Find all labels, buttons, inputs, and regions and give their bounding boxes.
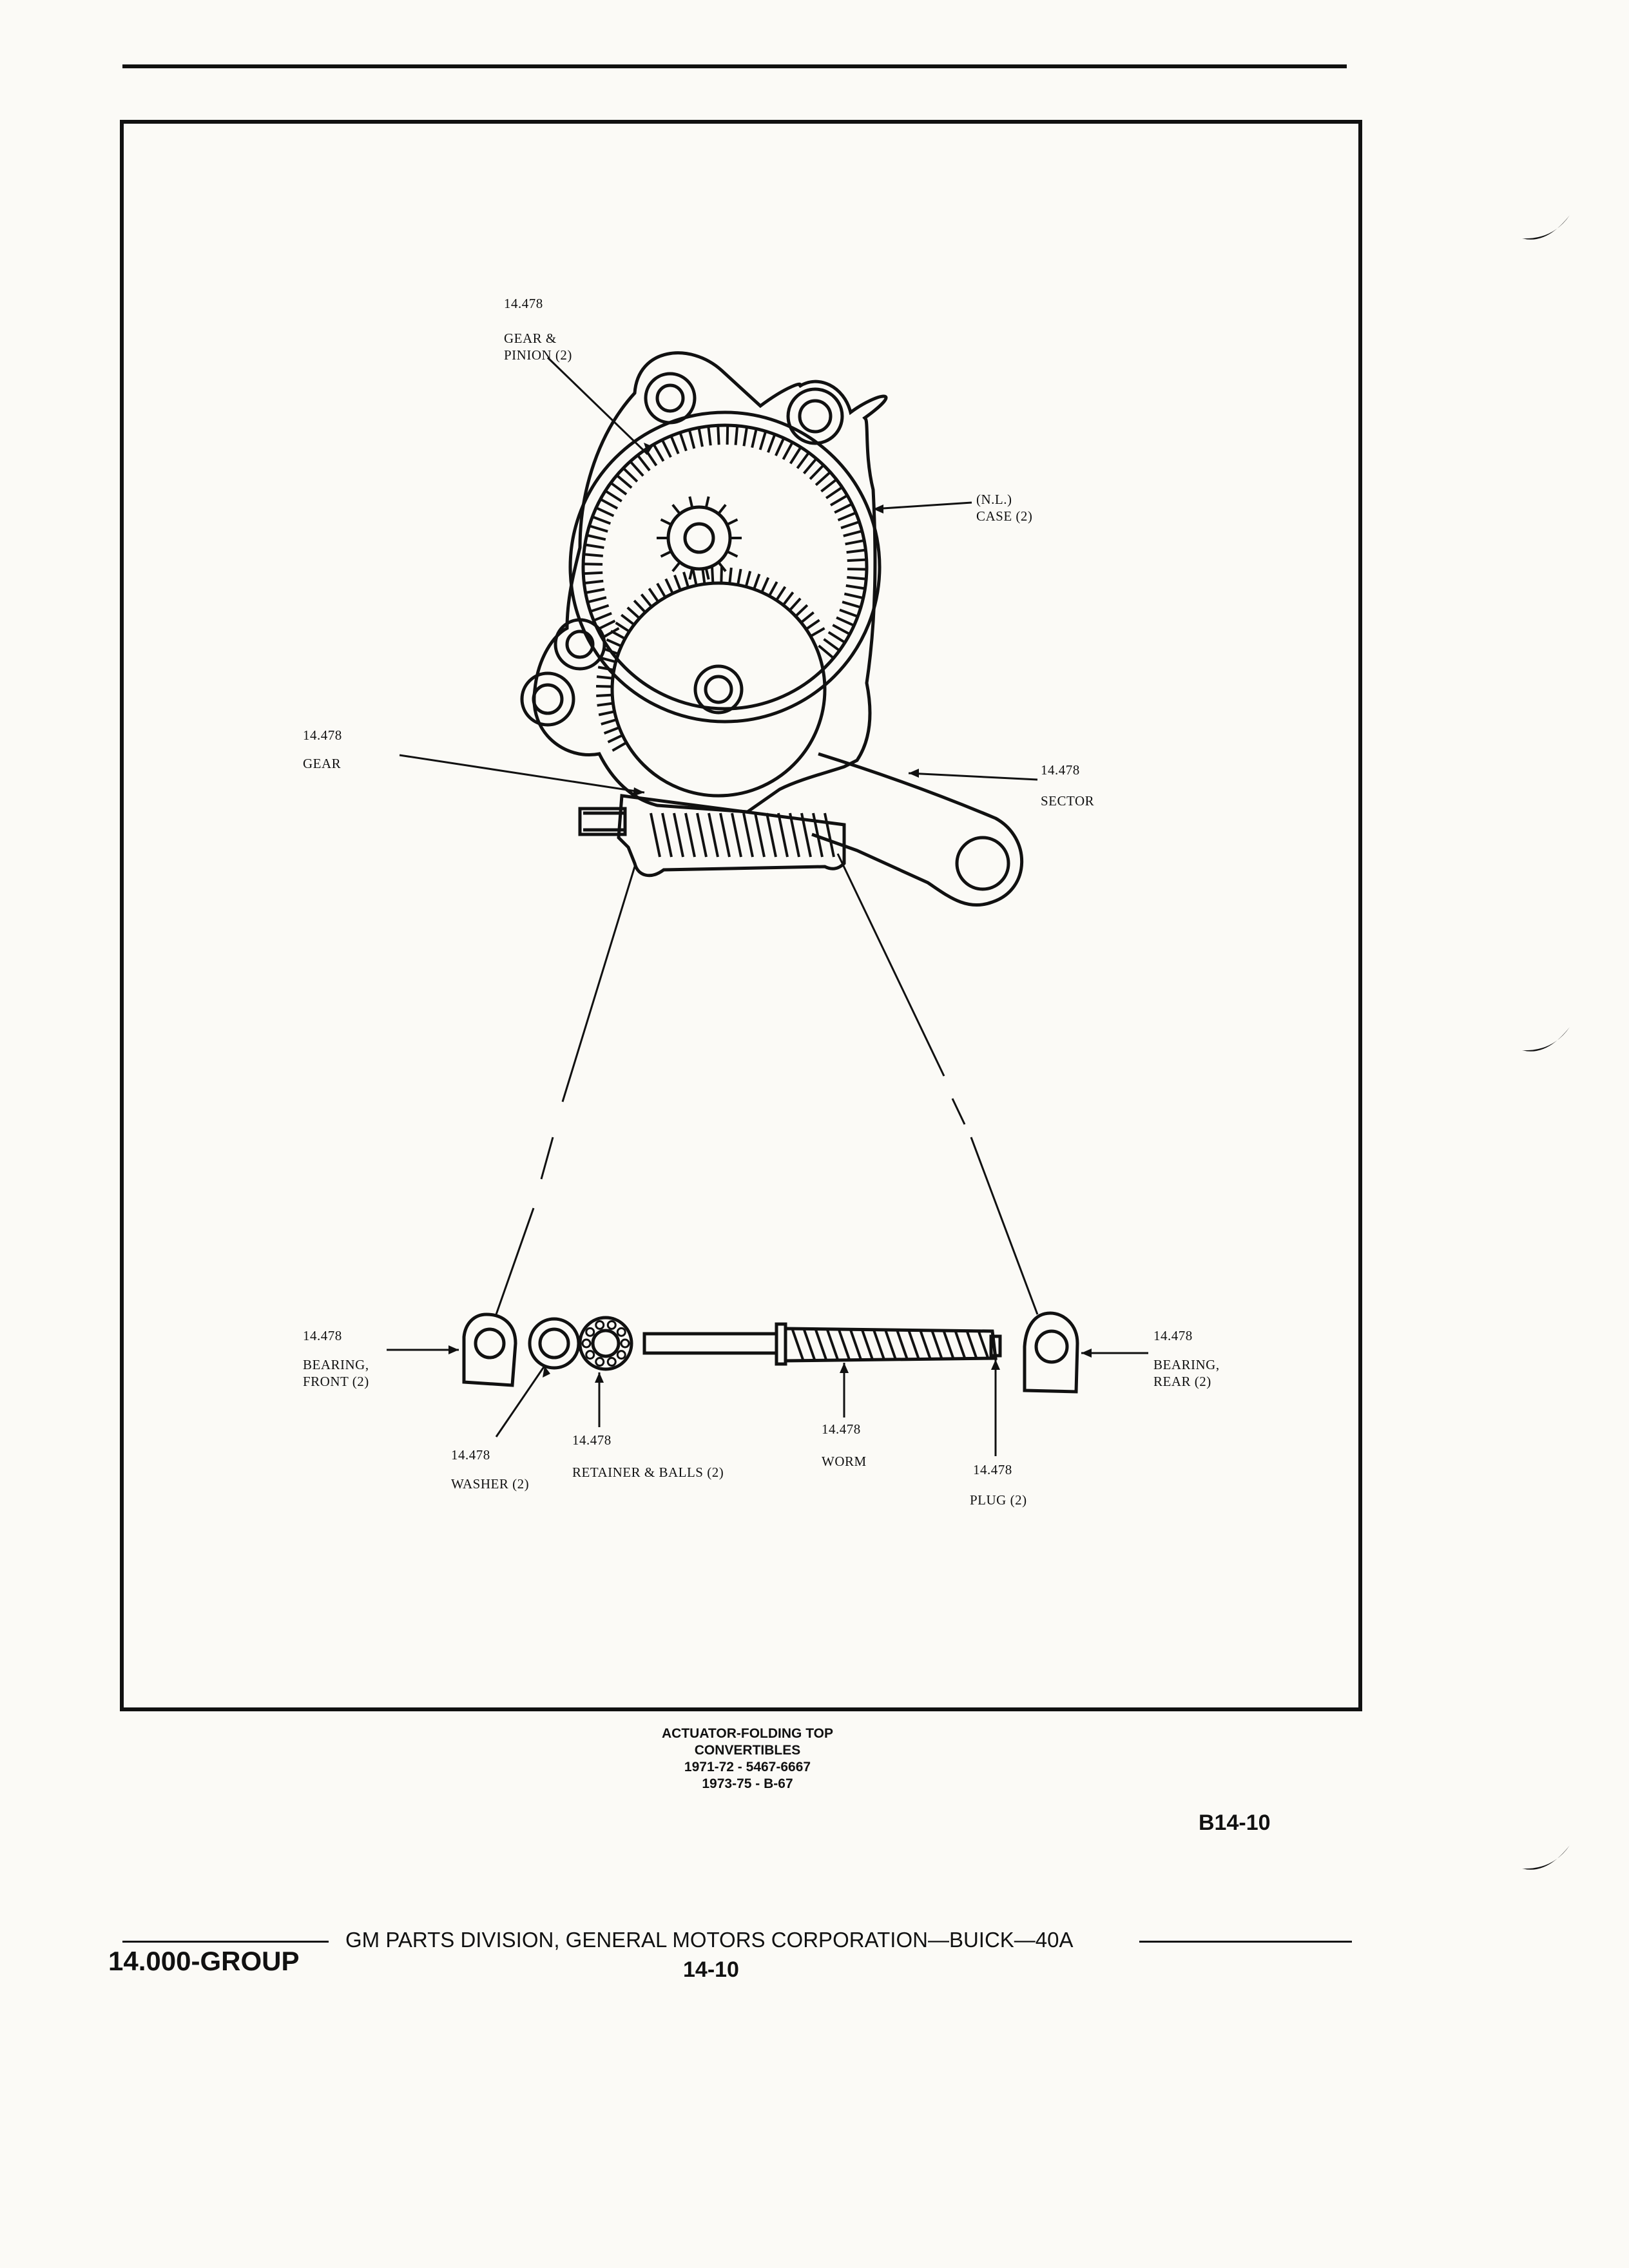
leader-case — [872, 501, 972, 510]
case-inner-ring — [568, 410, 882, 724]
case-inner-ring-2 — [581, 423, 869, 711]
sector-teeth — [596, 567, 825, 752]
label-sector-number: 14.478 — [1041, 762, 1080, 778]
leader-washer — [495, 1365, 546, 1437]
footer-group: 14.000-GROUP — [108, 1946, 300, 1976]
worm-housing — [617, 794, 846, 878]
label-bearing-front-number: 14.478 — [303, 1328, 342, 1343]
label-retainer-number: 14.478 — [572, 1432, 612, 1448]
label-gear: GEAR — [303, 756, 342, 771]
caption-line-2: CONVERTIBLES — [694, 1743, 801, 1758]
label-bearing-rear: BEARING, REAR (2) — [1153, 1357, 1220, 1389]
bolt-hole-top-left — [644, 372, 697, 425]
label-gear-number: 14.478 — [303, 727, 342, 743]
top-rule — [122, 64, 1347, 68]
label-plug-number: 14.478 — [973, 1462, 1012, 1477]
ring-gear-teeth — [583, 425, 867, 659]
figure-number: B14-10 — [1199, 1811, 1271, 1835]
label-gear-pinion: GEAR & PINION (2) — [504, 331, 572, 363]
label-worm: WORM — [822, 1454, 867, 1469]
worm-housing-shaft — [578, 807, 627, 836]
label-retainer: RETAINER & BALLS (2) — [572, 1465, 724, 1480]
binder-mark-middle — [1522, 1027, 1570, 1052]
label-bearing-rear-number: 14.478 — [1153, 1328, 1193, 1343]
retainer-ball-bearings — [581, 1320, 630, 1367]
bolt-hole-lower-left — [520, 671, 575, 727]
label-plug: PLUG (2) — [970, 1492, 1027, 1508]
label-worm-number: 14.478 — [822, 1421, 861, 1437]
bearing-rear — [1023, 1311, 1079, 1394]
alignment-line-right — [836, 853, 1039, 1315]
sector-arm — [811, 752, 1024, 907]
label-washer: WASHER (2) — [451, 1476, 530, 1492]
caption-line-4: 1973-75 - B-67 — [702, 1776, 793, 1791]
label-case: (N.L.) CASE (2) — [976, 492, 1033, 524]
figure-frame — [120, 120, 1362, 1711]
binder-mark-top — [1522, 215, 1570, 240]
washer — [528, 1317, 581, 1370]
sector-gear — [610, 581, 827, 798]
label-sector: SECTOR — [1041, 793, 1095, 809]
retainer-balls — [578, 1316, 633, 1371]
label-gear-pinion-number: 14.478 — [504, 296, 543, 311]
sector-arm-hole — [955, 836, 1010, 891]
footer-corporation: GM PARTS DIVISION, GENERAL MOTORS CORPOR… — [345, 1928, 1074, 1952]
bearing-front — [462, 1312, 517, 1387]
label-washer-number: 14.478 — [451, 1447, 490, 1463]
caption-line-3: 1971-72 - 5467-6667 — [684, 1760, 811, 1774]
bolt-hole-left — [554, 618, 606, 671]
pinion-teeth — [657, 496, 742, 580]
sector-hub — [693, 664, 744, 715]
caption-line-1: ACTUATOR-FOLDING TOP — [662, 1726, 833, 1741]
case-housing — [532, 351, 888, 814]
worm-threads — [784, 1327, 998, 1363]
pinion-gear — [666, 505, 732, 571]
bolt-hole-top-right — [786, 387, 844, 445]
alignment-line-left — [495, 866, 636, 1315]
leader-sector — [908, 772, 1038, 781]
plug — [989, 1334, 1002, 1358]
label-bearing-front: BEARING, FRONT (2) — [303, 1357, 369, 1389]
binder-mark-bottom — [1522, 1845, 1570, 1870]
footer-rule-left — [122, 1941, 329, 1943]
leader-gear — [399, 754, 645, 794]
worm-shaft — [642, 1332, 778, 1355]
footer-rule-right — [1139, 1941, 1352, 1943]
leader-gear-pinion — [546, 356, 649, 456]
page-number: 14-10 — [683, 1957, 739, 1982]
